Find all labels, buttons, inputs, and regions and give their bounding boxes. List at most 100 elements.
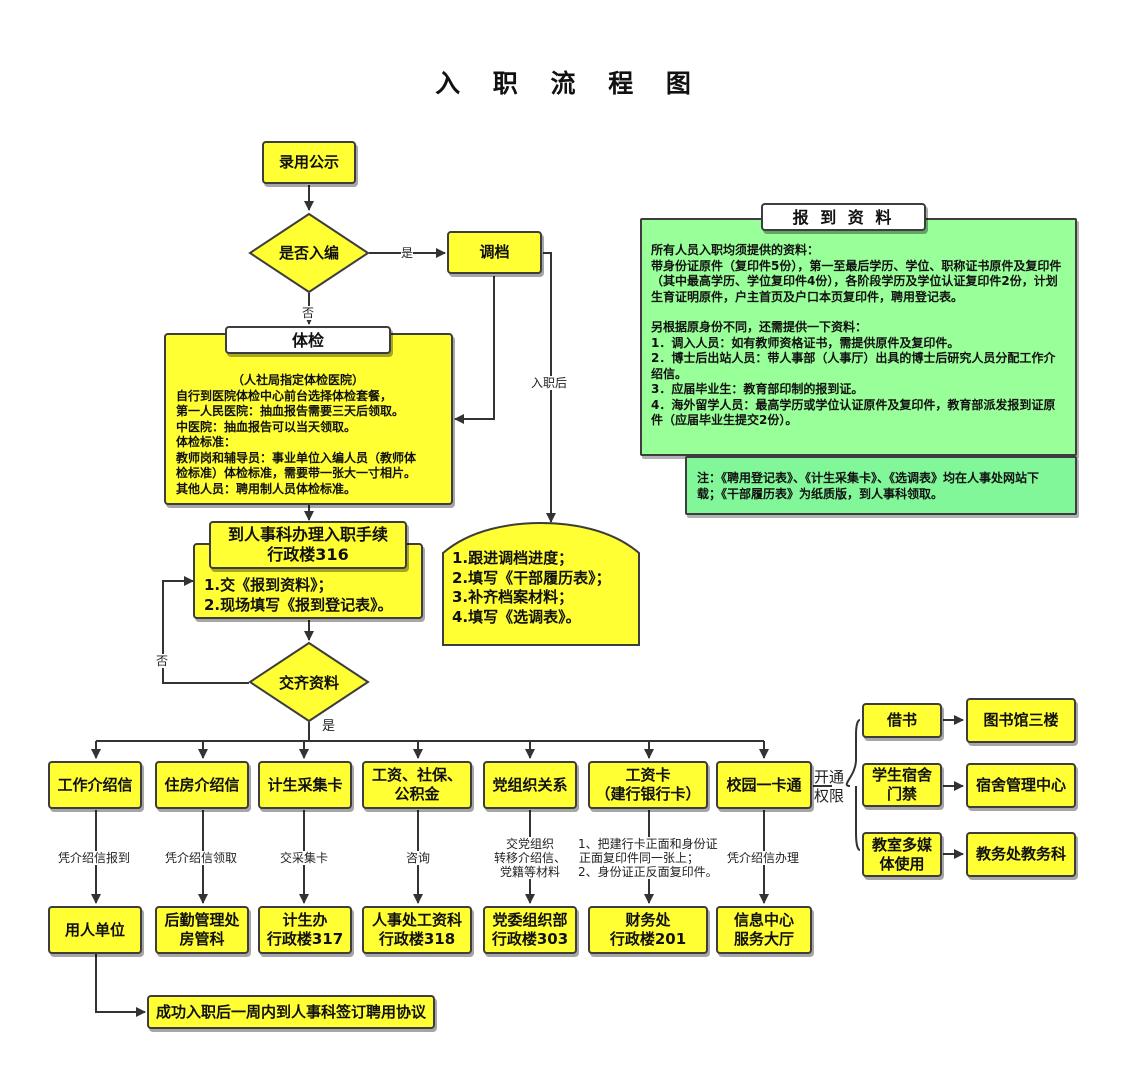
hr-salary-line-2: 行政楼318	[378, 930, 456, 948]
party-dept-line-1: 党委组织部	[492, 911, 568, 929]
docs-line-7: 3．应届毕业生：教育部印制的报到证。	[651, 382, 864, 396]
edge-label-no-loop: 否	[156, 654, 169, 668]
info-center-node: 信息中心 服务大厅	[716, 906, 812, 954]
dorm-access-line-1: 学生宿舍	[871, 766, 932, 784]
label-by-letter-collect: 凭介绍信领取	[165, 851, 238, 865]
salary-line-1: 工资、社保、	[371, 766, 462, 784]
salary-node: 工资、社保、 公积金	[362, 761, 472, 809]
docs-line-3	[651, 305, 1063, 320]
label-consult: 咨询	[406, 851, 431, 865]
docs-line-8: 4．海外留学人员：最高学历或学位认证原件及复印件，教育部派发报到证原件（应届毕业…	[651, 397, 1056, 428]
bank-card-line-1: 工资卡	[625, 766, 671, 784]
exam-line-7: 检标准）体检标准，需要带一张大一寸相片。	[176, 466, 417, 480]
finance-line-1: 财务处	[625, 911, 671, 929]
hr-step-1: 1.交《报到资料》；	[204, 576, 333, 594]
edge-label-after-entry: 入职后	[531, 376, 568, 390]
page-title: 入 职 流 程 图	[435, 69, 703, 98]
campus-card-node: 校园一卡通	[716, 761, 812, 809]
exam-line-6: 教师岗和辅导员：事业单位入编人员（教师体	[176, 450, 417, 465]
file-tasks-list: 1.跟进调档进度； 2.填写《干部履历表》； 3.补齐档案材料； 4.填写《选调…	[452, 549, 632, 627]
file-task-1: 1.跟进调档进度；	[452, 549, 574, 567]
party-transfer-3: 党籍等材料	[499, 865, 560, 879]
hire-announce-node: 录用公示	[262, 141, 356, 184]
info-center-line-2: 服务大厅	[733, 930, 794, 948]
label-bank-note: 1、把建行卡正面和身份证 正面复印件同一张上； 2、身份证正反面复印件。	[578, 837, 718, 879]
bank-card-line-2: （建行银行卡）	[595, 785, 701, 803]
family-plan-line-2: 行政楼317	[266, 930, 344, 948]
docs-line-2: 带身份证原件（复印件5份），第一至最后学历、学位、职称证书原件及复印件（其中最高…	[651, 258, 1062, 304]
edge-transfer-to-exam	[454, 276, 495, 424]
work-letter-node: 工作介绍信	[48, 761, 142, 809]
edge-no-loop	[162, 576, 249, 684]
salary-line-2: 公积金	[394, 785, 440, 803]
edge-label-yes: 是	[401, 246, 414, 260]
docs-line-1: 所有人员入职均须提供的资料：	[651, 243, 820, 257]
bank-note-3: 2、身份证正反面复印件。	[578, 865, 718, 879]
in-quota-decision	[248, 212, 370, 294]
exam-line-8: 其他人员：聘用制人员体检标准。	[176, 481, 357, 496]
dorm-access-node: 学生宿舍 门禁	[862, 763, 942, 807]
exam-line-4: 中医院：抽血报告可以当天领取。	[176, 419, 357, 434]
file-task-3: 3.补齐档案材料；	[452, 588, 574, 606]
open-access-1: 开通	[814, 768, 845, 786]
label-open-access: 开通 权限	[814, 768, 844, 806]
party-node: 党组织关系	[483, 761, 577, 809]
bank-note-1: 1、把建行卡正面和身份证	[578, 837, 718, 851]
docs-note: 注：《聘用登记表》、《计生采集卡》、《选调表》均在人事处网站下载；《干部履历表》…	[685, 456, 1077, 515]
academic-office-node: 教务处教务科	[966, 832, 1076, 877]
edge-label-yes-bus: 是	[322, 719, 336, 734]
docs-panel: 所有人员入职均须提供的资料： 带身份证原件（复印件5份），第一至最后学历、学位、…	[640, 218, 1077, 456]
label-submit-card: 交采集卡	[280, 851, 329, 865]
hr-salary-node: 人事处工资科 行政楼318	[362, 906, 472, 954]
exam-line-2: 自行到医院体检中心前台选择体检套餐，	[176, 388, 393, 403]
docs-line-6: 2．博士后出站人员：带人事部（人事厅）出具的博士后研究人员分配工作介绍信。	[651, 351, 1056, 381]
borrow-books-node: 借书	[862, 703, 942, 738]
docs-line-5: 1．调入人员：如有教师资格证书，需提供原件及复印件。	[651, 335, 960, 350]
label-by-letter-report: 凭介绍信报到	[58, 851, 131, 865]
file-task-4: 4.填写《选调表》。	[452, 607, 581, 626]
bank-note-2: 正面复印件同一张上；	[579, 851, 700, 865]
transfer-file-node: 调档	[447, 231, 542, 274]
file-task-2: 2.填写《干部履历表》；	[452, 568, 611, 587]
docs-note-text: 注：《聘用登记表》、《计生采集卡》、《选调表》均在人事处网站下载；《干部履历表》…	[697, 471, 1040, 501]
classroom-node: 教室多媒 体使用	[862, 832, 942, 877]
open-access-2: 权限	[814, 787, 845, 805]
party-dept-line-2: 行政楼303	[491, 930, 569, 948]
party-dept-node: 党委组织部 行政楼303	[483, 906, 577, 954]
exam-line-5: 体检标准：	[176, 435, 237, 449]
edge-access-brace	[813, 719, 861, 851]
employer-node: 用人单位	[48, 906, 142, 954]
dorm-center-node: 宿舍管理中心	[966, 763, 1076, 808]
party-transfer-1: 交党组织	[505, 837, 554, 851]
finance-line-2: 行政楼201	[609, 930, 687, 948]
submit-decision	[248, 641, 370, 723]
docs-panel-title: 报 到 资 料	[761, 203, 926, 231]
edge-transfer-to-tasks	[543, 252, 556, 523]
birth-card-node: 计生采集卡	[258, 761, 352, 809]
exam-line-1: （人社局指定体检医院）	[232, 373, 365, 387]
submit-label: 交齐资料	[278, 673, 339, 692]
docs-line-4: 另根据原身份不同，还需提供一下资料：	[651, 320, 868, 334]
edge-label-no: 否	[302, 306, 315, 320]
hr-step-2: 2.现场填写《报到登记表》。	[204, 596, 393, 614]
exam-line-3: 第一人民医院：抽血报告需要三天后领取。	[176, 404, 405, 418]
family-plan-line-1: 计生办	[282, 911, 328, 929]
classroom-line-1: 教室多媒	[871, 835, 932, 854]
logistics-line-1: 后勤管理处	[164, 911, 240, 929]
sign-contract-node: 成功入职后一周内到人事科签订聘用协议	[147, 995, 435, 1029]
library-node: 图书馆三楼	[966, 698, 1076, 743]
housing-letter-node: 住房介绍信	[155, 761, 249, 809]
hr-salary-line-1: 人事处工资科	[371, 911, 462, 929]
party-transfer-2: 转移介绍信、	[493, 851, 566, 865]
exam-header: 体检	[225, 326, 391, 354]
family-plan-node: 计生办 行政楼317	[258, 906, 352, 954]
dorm-access-line-2: 门禁	[886, 785, 917, 803]
label-by-letter-handle: 凭介绍信办理	[727, 851, 800, 865]
label-party-transfer: 交党组织 转移介绍信、 党籍等材料	[488, 837, 572, 879]
file-tasks-shape	[442, 521, 640, 646]
hr-office-location: 行政楼316	[267, 545, 349, 564]
info-center-line-1: 信息中心	[733, 911, 794, 929]
logistics-node: 后勤管理处 房管科	[155, 906, 249, 954]
finance-node: 财务处 行政楼201	[588, 906, 708, 954]
